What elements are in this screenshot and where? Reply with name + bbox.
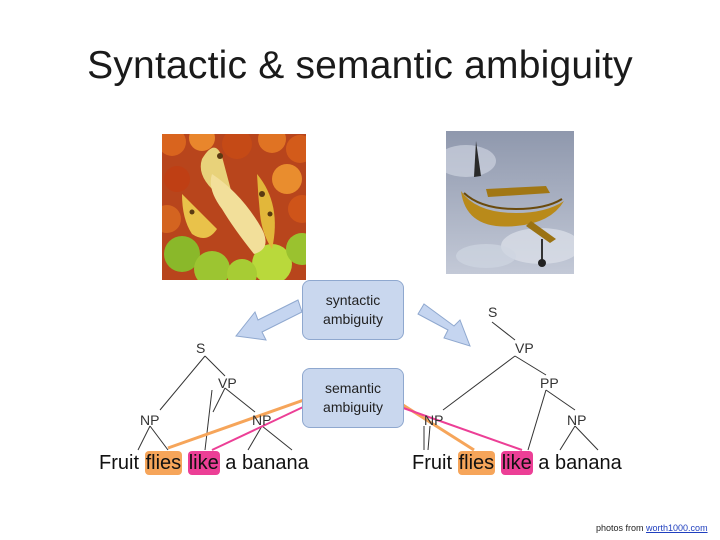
- left-arrow: [235, 299, 303, 341]
- right-word-like: like: [500, 451, 533, 475]
- photo-credit-link[interactable]: worth1000.com: [646, 523, 708, 533]
- photo-credit-prefix: photos from: [596, 523, 647, 533]
- right-orange-link: [391, 396, 475, 452]
- right-word-fruit: Fruit: [412, 452, 452, 474]
- left-orange-link: [167, 393, 319, 450]
- right-node-np1: NP: [424, 412, 444, 428]
- left-node-np2: NP: [252, 412, 272, 428]
- left-node-np1: NP: [140, 412, 160, 428]
- right-arrow: [417, 303, 471, 347]
- semantic-ambiguity-bubble: semantic ambiguity: [302, 368, 404, 428]
- syntactic-ambiguity-bubble: syntactic ambiguity: [302, 280, 404, 340]
- right-node-np2: NP: [567, 412, 587, 428]
- left-node-s: S: [196, 340, 206, 356]
- banana-airplane-photo: [446, 131, 574, 274]
- left-word-banana: banana: [241, 452, 309, 474]
- right-word-a: a: [538, 452, 550, 474]
- left-sentence: Fruit flies like a banana: [99, 451, 309, 475]
- right-word-banana: banana: [554, 452, 622, 474]
- right-node-vp: VP: [515, 340, 534, 356]
- left-word-flies: flies: [144, 451, 183, 475]
- left-word-a: a: [225, 452, 237, 474]
- right-node-s: S: [488, 304, 498, 320]
- left-tree-edges: [137, 355, 293, 451]
- right-pink-link: [391, 403, 523, 451]
- photo-credit: photos from worth1000.com: [596, 523, 708, 533]
- left-word-like: like: [187, 451, 220, 475]
- right-node-pp: PP: [540, 375, 559, 391]
- left-word-fruit: Fruit: [99, 452, 139, 474]
- peeled-banana-photo: [162, 134, 306, 280]
- syntactic-ambiguity-label: syntactic ambiguity: [323, 292, 383, 327]
- right-tree-edges: [427, 321, 599, 451]
- right-word-flies: flies: [457, 451, 496, 475]
- semantic-ambiguity-label: semantic ambiguity: [323, 380, 383, 415]
- left-pink-link: [211, 399, 319, 451]
- left-node-vp: VP: [218, 375, 237, 391]
- right-sentence: Fruit flies like a banana: [412, 451, 622, 475]
- slide-title: Syntactic & semantic ambiguity: [87, 44, 633, 87]
